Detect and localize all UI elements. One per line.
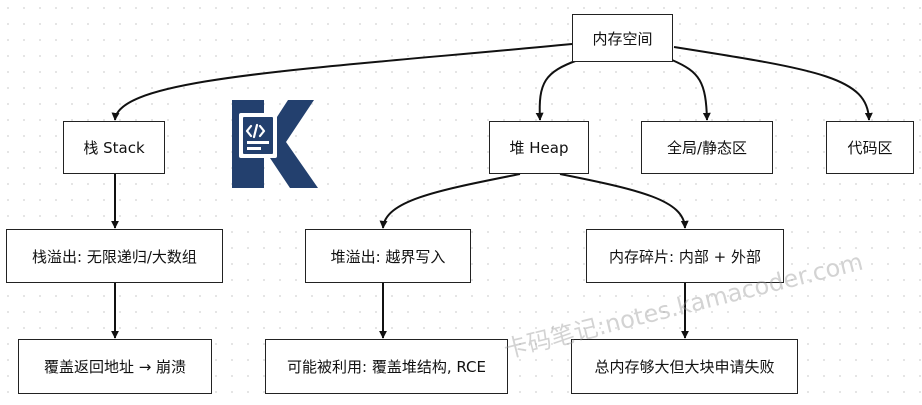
edge-heap-to-heap-overflow: [379, 173, 521, 229]
node-heap-consequence: 可能被利用: 覆盖堆结构, RCE: [265, 339, 508, 394]
node-memory-fragmentation: 内存碎片: 内部 + 外部: [586, 229, 784, 283]
node-heap-overflow: 堆溢出: 越界写入: [305, 229, 471, 283]
node-heap: 堆 Heap: [489, 121, 589, 174]
node-stack: 栈 Stack: [63, 121, 165, 174]
node-global-static: 全局/静态区: [641, 121, 773, 174]
code-document-k-logo-icon: [232, 100, 318, 188]
node-stack-overflow: 栈溢出: 无限递归/大数组: [6, 229, 223, 283]
node-memory-space: 内存空间: [572, 14, 673, 62]
edge-root-to-stack: [111, 43, 573, 121]
edge-root-to-global: [671, 59, 711, 121]
edge-root-to-heap: [535, 59, 579, 121]
node-stack-consequence: 覆盖返回地址 → 崩溃: [18, 339, 212, 394]
edge-root-to-code: [673, 46, 873, 121]
node-fragmentation-consequence: 总内存够大但大块申请失败: [571, 339, 798, 394]
edge-heap-to-fragmentation: [559, 173, 689, 229]
node-code-segment: 代码区: [826, 121, 914, 174]
